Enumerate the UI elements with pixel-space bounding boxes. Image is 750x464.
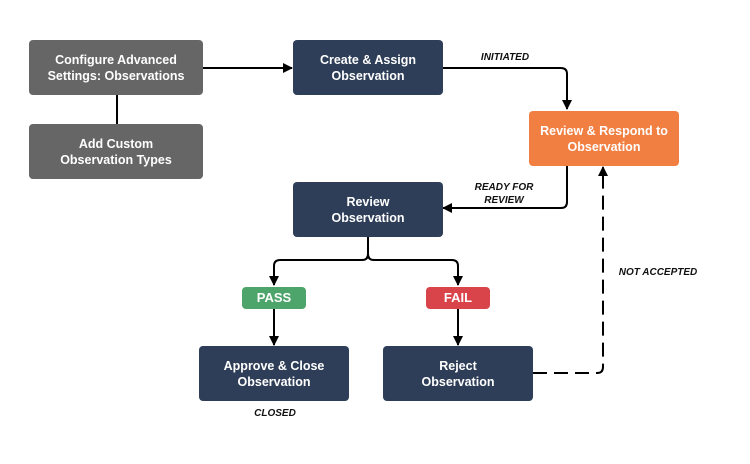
review-respond-observation-node[interactable]: Review & Respond to Observation — [529, 111, 679, 166]
edge-review-split — [269, 236, 369, 286]
review-observation-node[interactable]: Review Observation — [293, 182, 443, 237]
approve-close-observation-node[interactable]: Approve & Close Observation — [199, 346, 349, 401]
reject-observation-node[interactable]: Reject Observation — [383, 346, 533, 401]
not-accepted-label: NOT ACCEPTED — [618, 267, 698, 278]
configure-advanced-settings-node[interactable]: Configure Advanced Settings: Observation… — [29, 40, 203, 95]
add-custom-observation-types-node[interactable]: Add Custom Observation Types — [29, 124, 203, 179]
edge-review-to-fail — [367, 253, 463, 286]
create-assign-observation-node[interactable]: Create & Assign Observation — [293, 40, 443, 95]
edge-respond-to-review — [442, 165, 568, 213]
fail-badge[interactable]: FAIL — [426, 287, 490, 309]
pass-badge[interactable]: PASS — [242, 287, 306, 309]
ready-for-review-label: READY FOR REVIEW — [474, 182, 534, 206]
initiated-label: INITIATED — [480, 52, 530, 63]
closed-label: CLOSED — [254, 408, 296, 419]
edge-reject-to-respond — [533, 166, 608, 374]
edge-create-to-respond — [443, 67, 572, 110]
